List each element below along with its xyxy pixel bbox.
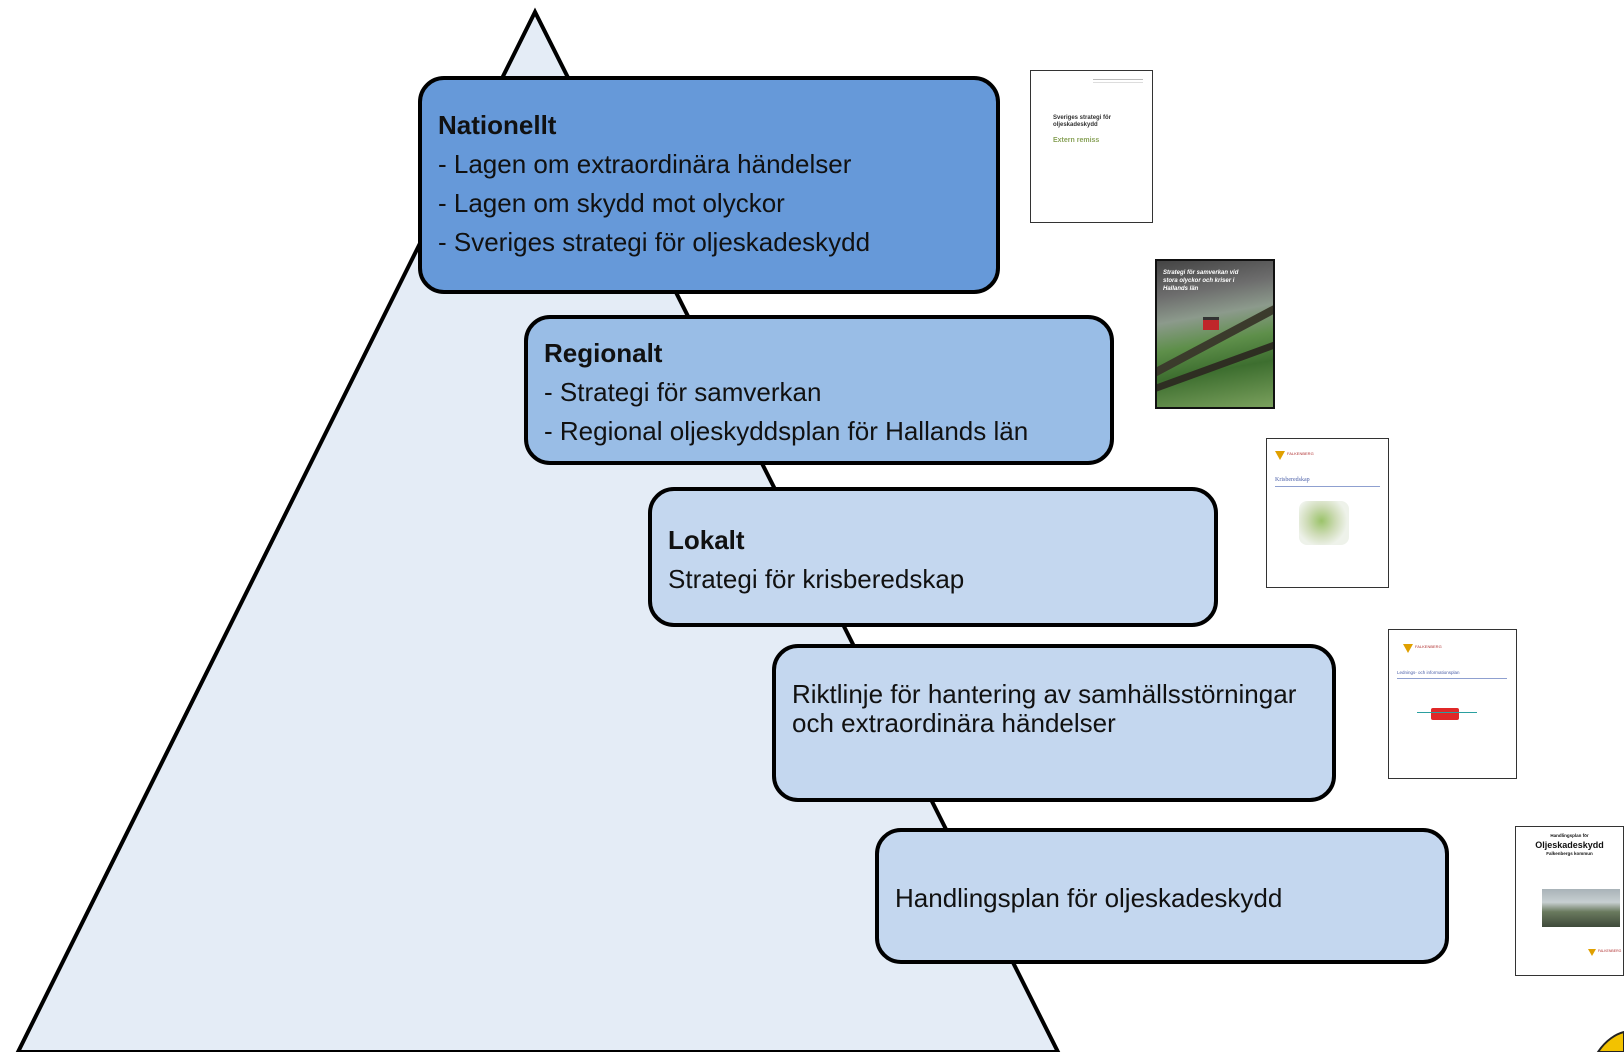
doc-title: Krisberedskap <box>1275 477 1310 483</box>
level-title: Nationellt <box>438 110 557 140</box>
doc-title: Strategi för samverkan vid stora olyckor… <box>1163 270 1239 292</box>
falkenberg-logo-icon <box>1588 949 1596 956</box>
title-rule <box>1397 678 1507 679</box>
level-riktlinje: Riktlinje för hantering av samhällsstörn… <box>772 644 1336 802</box>
header-lines <box>1093 79 1143 83</box>
doc-subtitle: Extern remiss <box>1053 137 1100 144</box>
doc-brand: FALKENBERG <box>1598 949 1622 953</box>
cover-illustration <box>1431 708 1459 720</box>
level-regionalt: Regionalt - Strategi för samverkan - Reg… <box>524 315 1114 465</box>
document-thumbnail-ledningsplan: FALKENBERG Lednings- och informationspla… <box>1388 629 1517 779</box>
document-thumbnail-sverige-strategi: Sveriges strategi för oljeskadeskydd Ext… <box>1030 70 1153 223</box>
document-thumbnail-samverkan: Strategi för samverkan vid stora olyckor… <box>1155 259 1275 409</box>
level-item: - Lagen om skydd mot olyckor <box>438 188 785 218</box>
level-handlingsplan: Handlingsplan för oljeskadeskydd <box>875 828 1449 964</box>
cover-photo <box>1542 889 1620 927</box>
title-rule <box>1275 486 1380 487</box>
level-lokalt: Lokalt Strategi för krisberedskap <box>648 487 1218 627</box>
level-nationellt: Nationellt - Lagen om extraordinära händ… <box>418 76 1000 294</box>
falkenberg-logo-icon <box>1275 451 1285 460</box>
level-item: - Sveriges strategi för oljeskadeskydd <box>438 227 871 257</box>
level-item: Riktlinje för hantering av samhällsstörn… <box>792 679 1297 738</box>
level-title: Regionalt <box>544 338 663 368</box>
document-thumbnail-handlingsplan: Handlingsplan för Oljeskadeskydd Falkenb… <box>1515 826 1624 976</box>
doc-pretitle: Handlingsplan för <box>1550 833 1589 838</box>
level-item: Strategi för krisberedskap <box>668 564 965 594</box>
corner-swoosh <box>1596 1030 1624 1052</box>
level-item: - Regional oljeskyddsplan för Hallands l… <box>544 416 1029 446</box>
red-house-icon <box>1203 317 1219 330</box>
doc-title: Lednings- och informationsplan <box>1397 670 1460 675</box>
level-item: Handlingsplan för oljeskadeskydd <box>895 883 1283 913</box>
cover-illustration <box>1417 712 1477 713</box>
level-item: - Strategi för samverkan <box>544 377 822 407</box>
doc-title: Sveriges strategi för oljeskadeskydd <box>1053 115 1112 128</box>
falkenberg-logo-icon <box>1403 644 1413 653</box>
level-item: - Lagen om extraordinära händelser <box>438 149 852 179</box>
doc-brand: FALKENBERG <box>1415 644 1442 649</box>
document-thumbnail-krisberedskap: FALKENBERG Krisberedskap <box>1266 438 1389 588</box>
cover-illustration <box>1299 501 1349 545</box>
doc-title: Oljeskadeskydd <box>1535 840 1604 850</box>
doc-brand: FALKENBERG <box>1287 451 1314 456</box>
doc-subtitle: Falkenbergs kommun <box>1546 851 1593 856</box>
level-title: Lokalt <box>668 525 745 555</box>
